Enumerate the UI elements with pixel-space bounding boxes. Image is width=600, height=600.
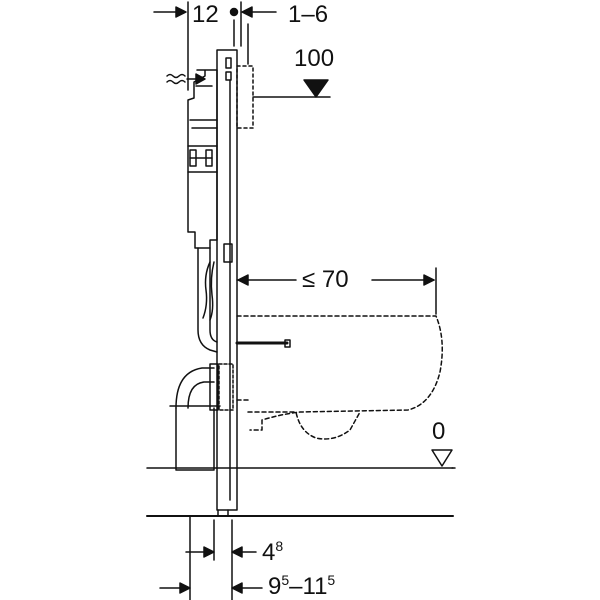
dimension-superscript: 8: [275, 538, 284, 554]
dimension-value: ≤ 70: [302, 266, 349, 293]
cistern: [187, 69, 218, 249]
dimension-superscript: 5: [327, 572, 336, 588]
floor-lines: [146, 467, 454, 517]
floor-level-marker: [431, 449, 456, 469]
wc-bowl: [236, 315, 443, 440]
dimension-value: 100: [294, 45, 335, 72]
fixing-bolt: [235, 339, 291, 348]
dimension-label-max-projection: ≤ 70: [302, 268, 349, 292]
frame-upright: [216, 49, 238, 517]
dimension-label-bottom-inner: 48: [262, 538, 284, 566]
dimension-base: 4: [262, 539, 276, 566]
dimension-value: 0: [432, 418, 446, 445]
dimension-label-top-left: 12: [192, 3, 219, 27]
height-marker-100: [303, 79, 329, 98]
dimension-label-height: 100: [294, 47, 334, 71]
dimension-base: 9: [268, 573, 282, 600]
projection-dimension: [236, 267, 437, 315]
dimension-label-top-right: 1–6: [288, 3, 328, 27]
dimension-range-separator: –11: [289, 573, 328, 600]
top-dimension-markers: [153, 1, 277, 91]
flush-plate: [236, 65, 331, 129]
dimension-superscript: 5: [281, 572, 290, 588]
flush-pipe: [197, 247, 218, 353]
dimension-label-floor-level: 0: [432, 420, 445, 444]
drain-bend: [169, 363, 234, 471]
dimension-value: 12: [192, 1, 219, 28]
water-supply-icon: [166, 73, 206, 85]
bottom-dimension-markers: [159, 515, 263, 600]
dimension-label-bottom-range: 95–115: [268, 572, 336, 600]
dimension-value: 1–6: [288, 1, 329, 28]
